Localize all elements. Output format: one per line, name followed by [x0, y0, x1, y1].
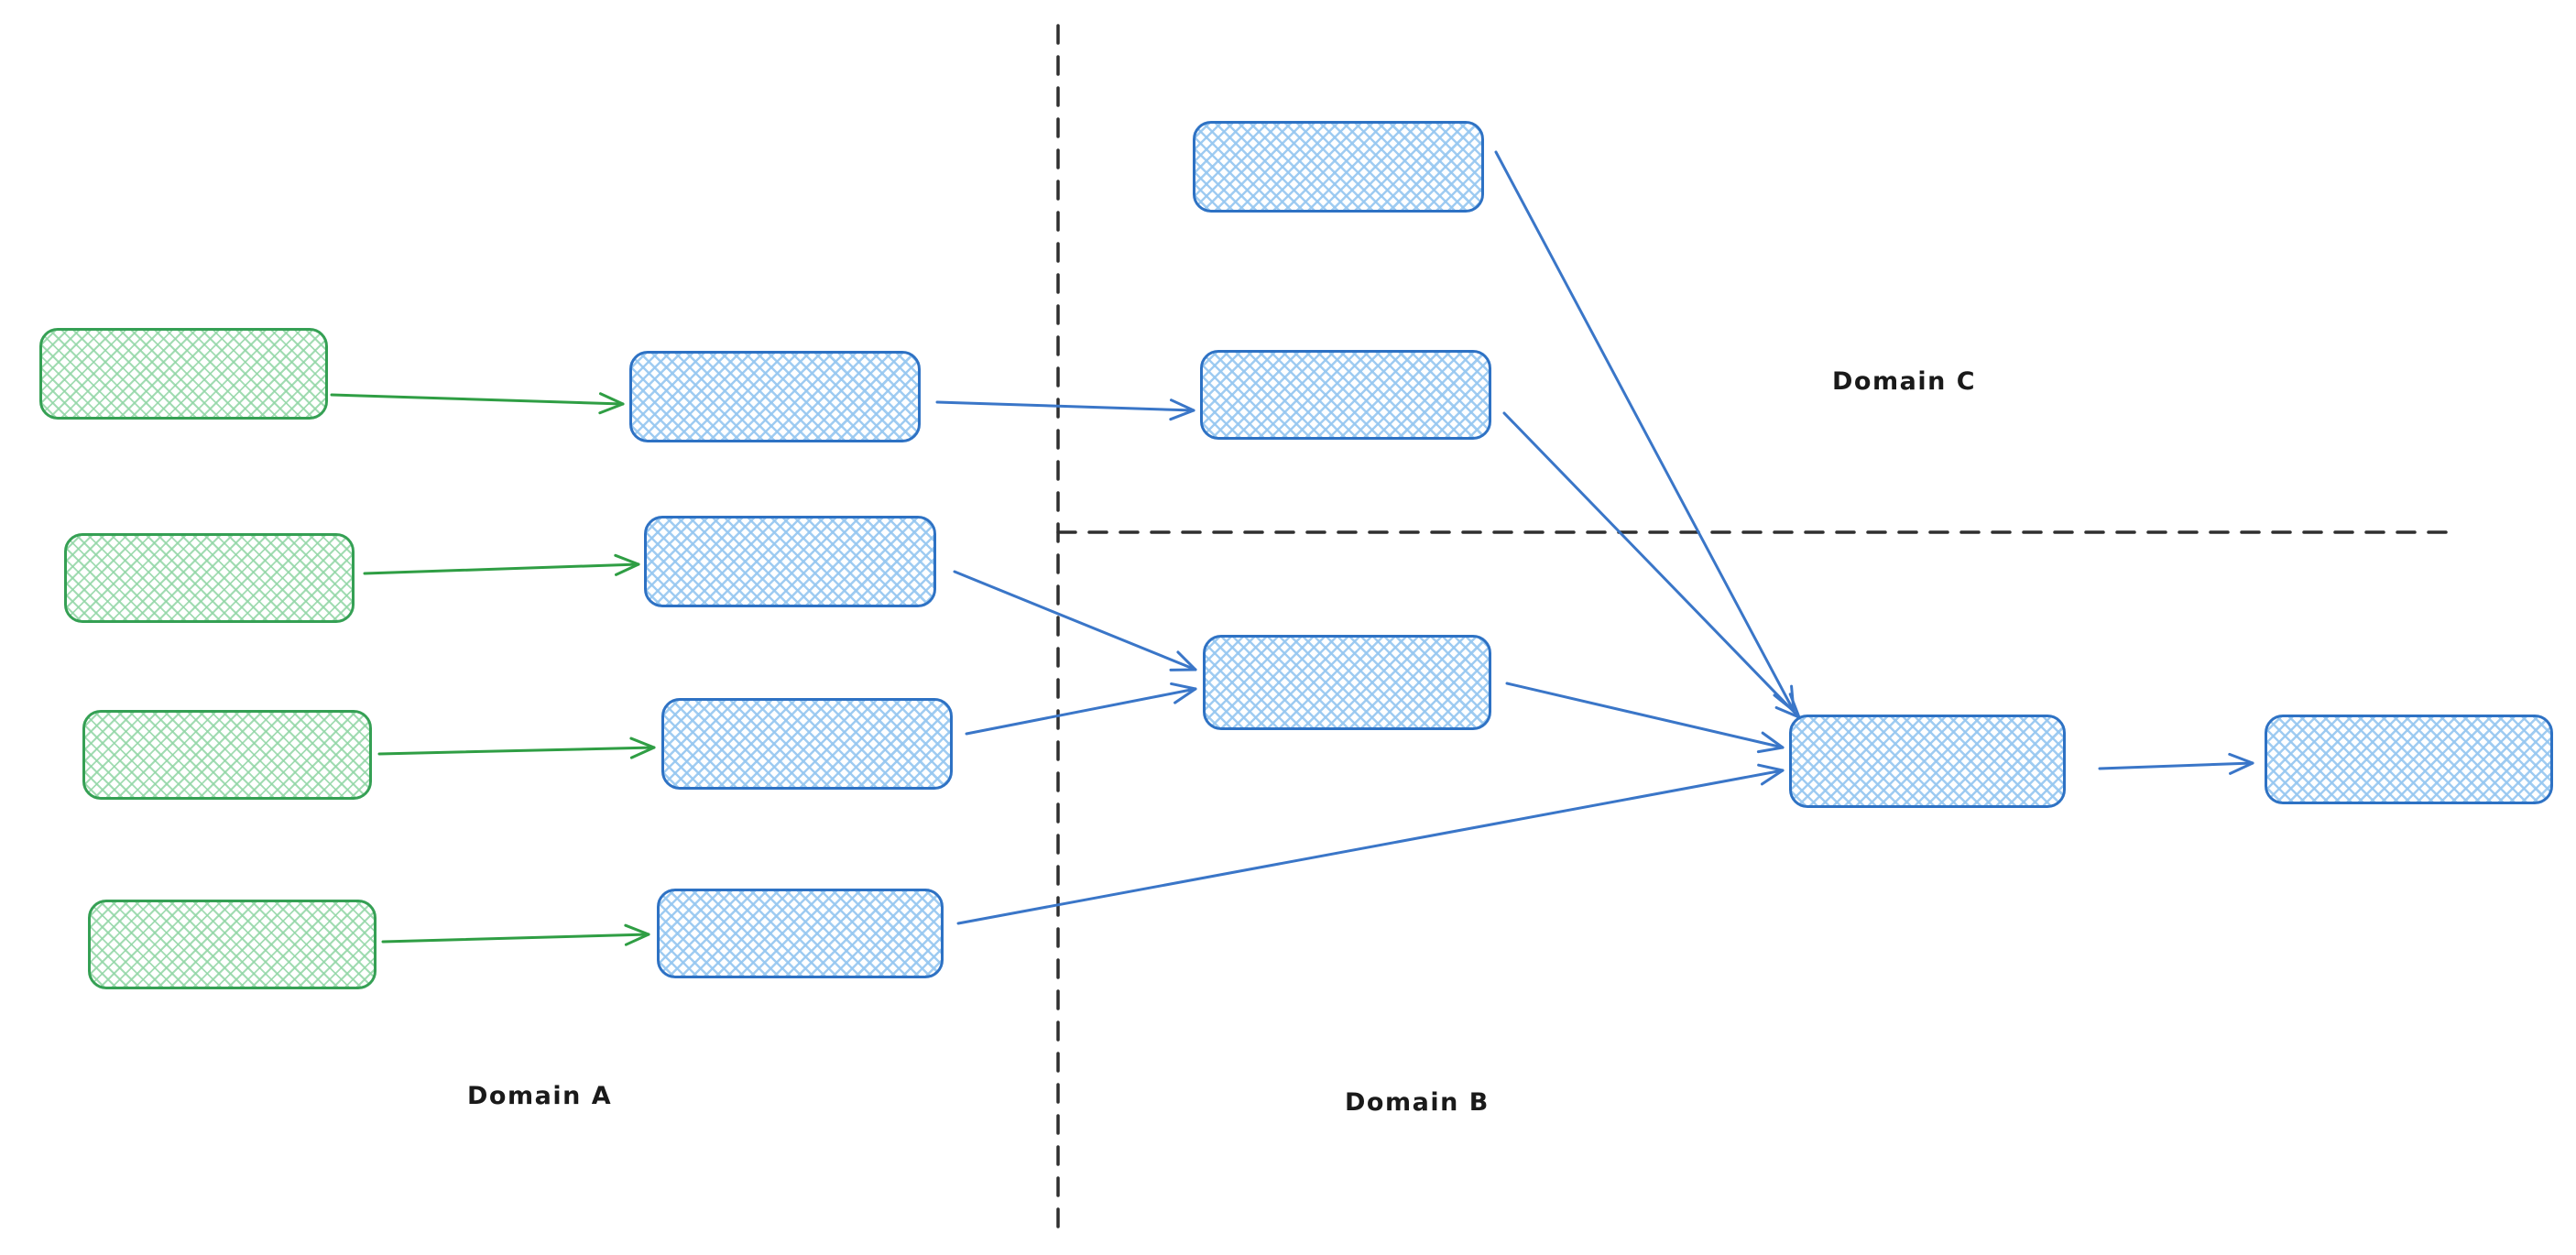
arrowhead-ablue3-to-bblue2 [1170, 682, 1197, 691]
arrow-a-green2-to-blue2 [363, 562, 640, 575]
arrowhead-a-green2-to-blue2 [614, 553, 640, 566]
node-domain-a-blue-3 [661, 698, 953, 790]
arrowhead-a-green3-to-blue3 [629, 746, 656, 759]
arrow-ablue3-to-bblue2 [965, 687, 1197, 736]
node-domain-b-blue-2 [1203, 635, 1491, 730]
arrowhead-a-green4-to-blue4 [624, 923, 650, 936]
arrow-bblue1-to-chub [1502, 411, 1801, 719]
arrow-ablue4-to-chub [956, 769, 1785, 925]
arrow-ablue2-to-bblue2 [953, 570, 1197, 671]
arrowhead-a-green3-to-blue3 [629, 737, 656, 749]
domain-b-label: Domain B [1345, 1088, 1490, 1117]
arrowhead-ablue4-to-chub [1757, 763, 1785, 772]
arrowhead-ablue1-to-bblue1 [1169, 398, 1195, 412]
node-domain-a-blue-1 [629, 351, 921, 442]
arrowhead-ablue3-to-bblue2 [1173, 687, 1197, 704]
domain-a-label: Domain A [467, 1082, 613, 1110]
arrowhead-ablue2-to-bblue2 [1176, 650, 1197, 671]
node-domain-c-end [2265, 715, 2553, 804]
node-domain-a-green-3 [82, 710, 372, 800]
arrowhead-ctop-to-chub [1790, 684, 1796, 713]
arrowhead-bblue2-to-chub [1756, 746, 1785, 754]
node-domain-c-top [1193, 121, 1484, 213]
arrowhead-a-green4-to-blue4 [624, 933, 650, 946]
node-domain-a-blue-2 [644, 516, 936, 607]
node-domain-a-green-4 [88, 900, 377, 989]
domain-c-label: Domain C [1832, 367, 1977, 396]
arrowhead-bblue1-to-chub [1788, 693, 1801, 719]
arrowhead-bblue2-to-chub [1761, 731, 1785, 749]
arrowhead-a-green1-to-blue1 [598, 402, 625, 415]
node-domain-a-green-1 [39, 328, 328, 420]
arrow-a-green4-to-blue4 [381, 933, 650, 944]
node-domain-a-blue-4 [657, 889, 944, 978]
arrowhead-ablue4-to-chub [1760, 769, 1785, 786]
arrowhead-a-green1-to-blue1 [598, 392, 625, 406]
arrow-bblue2-to-chub [1505, 682, 1785, 749]
arrowhead-ctop-to-chub [1773, 693, 1796, 713]
node-domain-b-blue-1 [1200, 350, 1491, 440]
arrowhead-chub-to-cend [2229, 761, 2254, 775]
arrowhead-ablue1-to-bblue1 [1169, 409, 1195, 421]
arrow-chub-to-cend [2098, 761, 2254, 770]
arrow-a-green1-to-blue1 [330, 393, 625, 406]
arrowhead-a-green2-to-blue2 [614, 562, 640, 576]
node-domain-a-green-2 [64, 533, 355, 623]
arrowhead-chub-to-cend [2228, 752, 2254, 765]
arrow-ctop-to-chub [1494, 150, 1796, 713]
arrowhead-bblue1-to-chub [1774, 705, 1801, 719]
arrow-ablue1-to-bblue1 [935, 400, 1195, 412]
node-domain-c-hub [1789, 715, 2066, 808]
arrow-a-green3-to-blue3 [377, 746, 656, 756]
